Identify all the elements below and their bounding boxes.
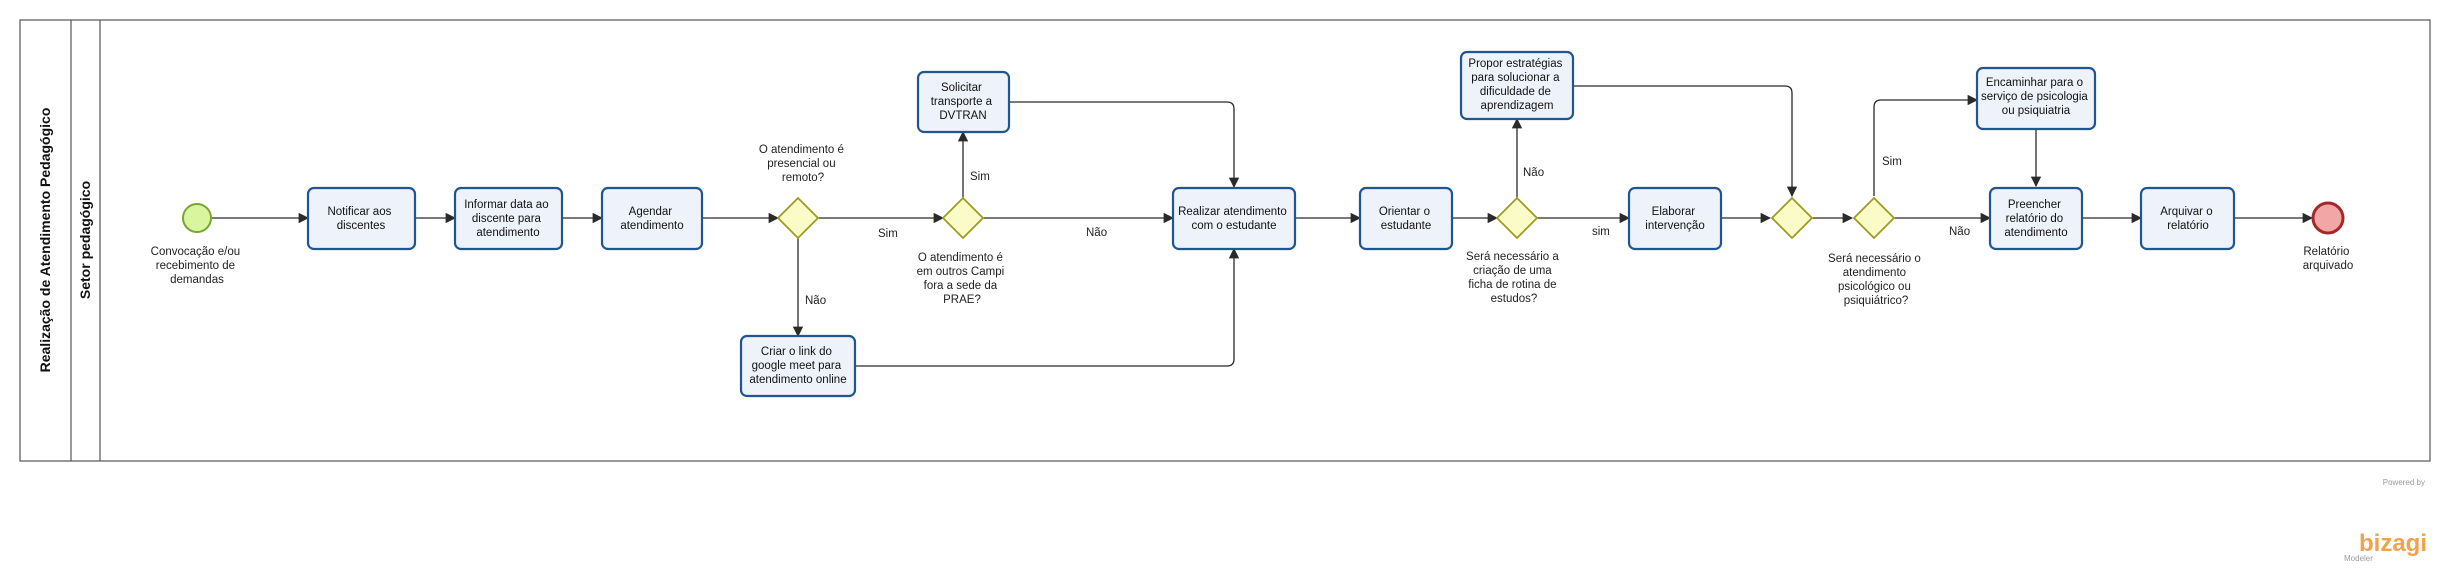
task-encaminhar-label: Encaminhar para o serviço de psicologia … xyxy=(1981,77,2091,117)
bizagi-logo: Powered by bizagi Modeler xyxy=(2344,478,2427,563)
flow-gw5-encaminhar xyxy=(1873,94,1979,196)
flow-solicitar-realizar xyxy=(1009,101,1240,189)
task-agendar[interactable]: Agendar atendimento xyxy=(600,186,704,251)
start-event-label: Convocação e/ou recebimento de demandas xyxy=(151,246,244,286)
task-agendar-label: Agendar atendimento xyxy=(620,206,683,232)
brand-product: Modeler xyxy=(2344,554,2373,563)
task-preencher-label: Preencher relatório do atendimento xyxy=(2004,199,2067,239)
flow-label-psico-nao: Não xyxy=(1949,226,1970,238)
flow-label-ficha-sim: sim xyxy=(1592,226,1610,238)
flow-label-presencial-nao: Não xyxy=(805,295,826,307)
task-encaminhar[interactable]: Encaminhar para o serviço de psicologia … xyxy=(1975,66,2097,131)
task-realizar[interactable]: Realizar atendimento com o estudante xyxy=(1171,186,1297,251)
flow-labels: Sim Não Sim Não Não sim Sim Não xyxy=(805,156,1970,307)
task-realizar-label: Realizar atendimento com o estudante xyxy=(1178,206,1290,232)
flow-label-campi-nao: Não xyxy=(1086,227,1107,239)
gateway-presencial-label: O atendimento é presencial ou remoto? xyxy=(759,144,847,184)
gateway-merge[interactable] xyxy=(1770,196,1814,240)
task-propor[interactable]: Propor estratégias para solucionar a dif… xyxy=(1459,50,1575,121)
gateway-ficha[interactable]: Será necessário a criação de uma ficha d… xyxy=(1466,196,1562,305)
gateway-psico[interactable]: Será necessário o atendimento psicológic… xyxy=(1828,196,1924,307)
start-event: Convocação e/ou recebimento de demandas xyxy=(151,203,244,286)
task-criar-link[interactable]: Criar o link do google meet para atendim… xyxy=(739,334,857,398)
gateway-campi-label: O atendimento é em outros Campi fora a s… xyxy=(917,252,1008,306)
gateway-campi[interactable]: O atendimento é em outros Campi fora a s… xyxy=(917,196,1008,306)
powered-by-text: Powered by xyxy=(2383,478,2425,487)
task-notificar[interactable]: Notificar aos discentes xyxy=(306,186,417,251)
task-solicitar-label: Solicitar transporte a DVTRAN xyxy=(931,82,996,122)
task-elaborar-label: Elaborar intervenção xyxy=(1645,206,1704,232)
brand-name: bizagi xyxy=(2359,530,2427,557)
flow-label-presencial-sim: Sim xyxy=(878,228,898,240)
task-informar-label: Informar data ao discente para atendimen… xyxy=(464,199,552,239)
gateway-psico-label: Será necessário o atendimento psicológic… xyxy=(1828,253,1924,307)
task-solicitar[interactable]: Solicitar transporte a DVTRAN xyxy=(916,70,1011,134)
end-event-label: Relatório arquivado xyxy=(2303,246,2354,272)
flow-label-ficha-nao: Não xyxy=(1523,167,1544,179)
gateway-ficha-label: Será necessário a criação de uma ficha d… xyxy=(1466,251,1562,305)
task-informar[interactable]: Informar data ao discente para atendimen… xyxy=(453,186,564,251)
task-arquivar[interactable]: Arquivar o relatório xyxy=(2139,186,2236,251)
gateway-presencial[interactable]: O atendimento é presencial ou remoto? xyxy=(759,144,847,240)
task-elaborar[interactable]: Elaborar intervenção xyxy=(1627,186,1723,251)
task-criar-link-label: Criar o link do google meet para atendim… xyxy=(749,346,846,386)
pool: Realização de Atendimento Pedagógico Set… xyxy=(19,19,2431,462)
pool-title: Realização de Atendimento Pedagógico xyxy=(37,108,53,373)
task-orientar-label: Orientar o estudante xyxy=(1379,206,1433,232)
task-propor-label: Propor estratégias para solucionar a dif… xyxy=(1468,58,1565,112)
task-orientar[interactable]: Orientar o estudante xyxy=(1358,186,1454,251)
sequence-flows xyxy=(212,85,2314,367)
lane-title: Setor pedagógico xyxy=(77,181,93,299)
flow-propor-gw4 xyxy=(1573,85,1798,198)
flow-label-campi-sim: Sim xyxy=(970,171,990,183)
end-event: Relatório arquivado xyxy=(2303,201,2354,272)
flow-criar-realizar xyxy=(855,247,1240,367)
task-notificar-label: Notificar aos discentes xyxy=(327,206,394,232)
task-arquivar-label: Arquivar o relatório xyxy=(2160,206,2216,232)
flow-label-psico-sim: Sim xyxy=(1882,156,1902,168)
task-preencher[interactable]: Preencher relatório do atendimento xyxy=(1988,186,2084,251)
